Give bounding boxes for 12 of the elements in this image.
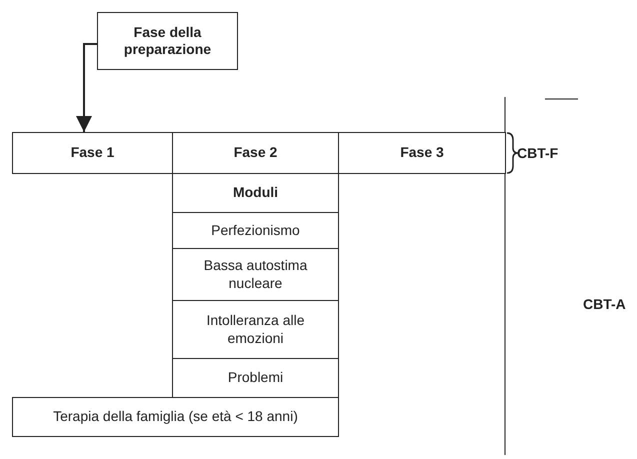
arrow (76, 43, 97, 132)
table-header-cell: Fase 3 (338, 132, 506, 174)
table-header-cell: Fase 1 (12, 132, 173, 174)
group-label: CBT-A (583, 296, 626, 312)
module-heading-cell: Moduli (172, 173, 339, 213)
group-label: CBT-F (517, 145, 558, 161)
module-cell: Problemi (172, 358, 339, 398)
table-cell: Terapia della famiglia (se età < 18 anni) (12, 397, 339, 437)
module-cell: Intolleranza alle emozioni (172, 300, 339, 359)
module-cell: Bassa autostima nucleare (172, 248, 339, 301)
phase-box: Fase della preparazione (97, 12, 238, 70)
module-cell: Perfezionismo (172, 212, 339, 249)
